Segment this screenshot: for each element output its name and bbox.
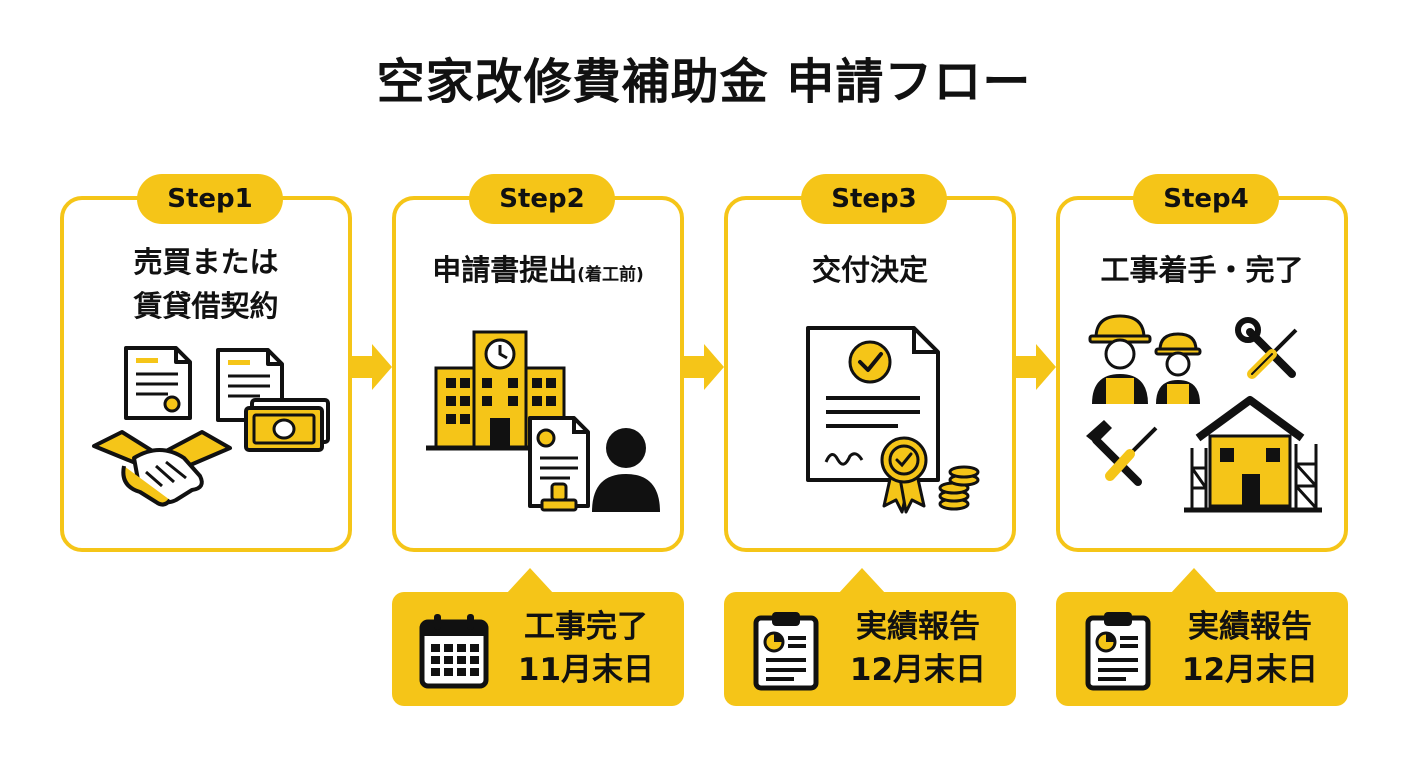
city-hall-application-icon [426, 330, 660, 512]
step-label-2: Step2 [469, 174, 615, 224]
clipboard-report-icon [753, 612, 819, 691]
step-card-1: Step1 売買または 賃貸借契約 [60, 174, 352, 552]
deadline-callout-step4: 実績報告 12月末日 [1056, 568, 1348, 706]
step-card-4: Step4 工事着手・完了 [1056, 174, 1348, 552]
clipboard-report-icon [1085, 612, 1151, 691]
step-title-2: 申請書提出(着工前) [432, 253, 644, 287]
deadline-text: 工事完了 11月末日 [517, 609, 655, 688]
deadline-text: 実績報告 12月末日 [1181, 609, 1319, 688]
handshake-contract-money-icon [92, 346, 330, 507]
construction-workers-house-icon [1086, 314, 1322, 513]
callout-pointer [838, 568, 886, 594]
deadline-callout-step3: 実績報告 12月末日 [724, 568, 1016, 706]
arrow-right-icon [684, 344, 724, 390]
callout-pointer [506, 568, 554, 594]
step-card-3: Step3 交付決定 [724, 174, 1016, 552]
step-label-3: Step3 [801, 174, 947, 224]
arrow-right-icon [352, 344, 392, 390]
approved-certificate-icon [806, 326, 980, 514]
step-title-4: 工事着手・完了 [1100, 253, 1304, 287]
deadline-callout-step2: 工事完了 11月末日 [392, 568, 684, 706]
step-label-1: Step1 [137, 174, 283, 224]
deadline-text: 実績報告 12月末日 [849, 609, 987, 688]
arrow-right-icon [1016, 344, 1056, 390]
step-title-1: 売買または 賃貸借契約 [133, 245, 279, 323]
step-title-3: 交付決定 [811, 253, 928, 287]
page-title: 空家改修費補助金 申請フロー [376, 54, 1032, 110]
calendar-icon [419, 614, 489, 689]
callout-pointer [1170, 568, 1218, 594]
step-card-2: Step2 申請書提出(着工前) [392, 174, 684, 552]
step-label-4: Step4 [1133, 174, 1279, 224]
